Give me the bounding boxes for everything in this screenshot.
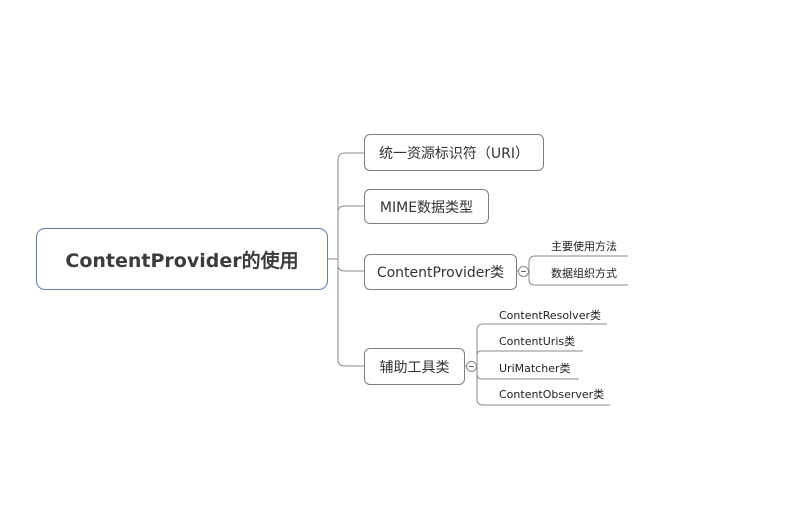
connector-tools-to-observer bbox=[476, 366, 610, 406]
connector-provider-to-organization bbox=[528, 271, 628, 286]
branch-uri-label: 统一资源标识符（URI） bbox=[378, 145, 530, 162]
root-node-label: ContentProvider的使用 bbox=[65, 249, 299, 272]
branch-helper-tools-label: 辅助工具类 bbox=[379, 359, 450, 376]
leaf-content-resolver[interactable]: ContentResolver类 bbox=[499, 309, 601, 322]
branch-mime-type-label: MIME数据类型 bbox=[379, 199, 474, 216]
leaf-main-methods[interactable]: 主要使用方法 bbox=[551, 240, 617, 253]
connector-provider-to-methods bbox=[528, 255, 628, 271]
collapse-toggle-helper-tools[interactable] bbox=[466, 361, 477, 372]
collapse-toggle-content-provider[interactable] bbox=[518, 266, 529, 277]
branch-mime-type[interactable]: MIME数据类型 bbox=[364, 189, 489, 224]
leaf-content-uris[interactable]: ContentUris类 bbox=[499, 335, 576, 348]
connector-root-to-mime bbox=[337, 205, 364, 213]
branch-uri[interactable]: 统一资源标识符（URI） bbox=[364, 134, 544, 171]
leaf-content-observer[interactable]: ContentObserver类 bbox=[499, 388, 605, 401]
leaf-uri-matcher[interactable]: UriMatcher类 bbox=[499, 362, 571, 375]
root-node[interactable]: ContentProvider的使用 bbox=[36, 228, 328, 290]
minus-icon bbox=[521, 271, 526, 272]
branch-helper-tools[interactable]: 辅助工具类 bbox=[364, 348, 465, 385]
leaf-data-organization[interactable]: 数据组织方式 bbox=[551, 267, 617, 280]
connector-root-to-provider bbox=[328, 258, 364, 272]
branch-content-provider-class-label: ContentProvider类 bbox=[376, 265, 505, 281]
connector-tools-to-uris bbox=[476, 350, 583, 366]
connector-root-to-uri bbox=[328, 152, 364, 260]
connector-tools-to-resolver bbox=[476, 323, 607, 366]
minus-icon bbox=[469, 366, 474, 367]
connector-root-to-tools bbox=[337, 265, 364, 367]
branch-content-provider-class[interactable]: ContentProvider类 bbox=[364, 254, 517, 290]
